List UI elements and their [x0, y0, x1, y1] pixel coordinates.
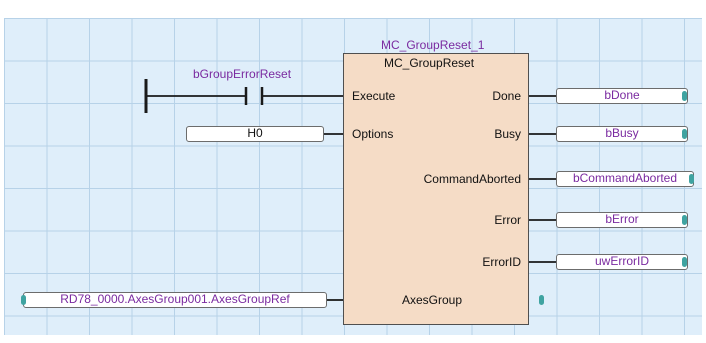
pin-label-command-aborted: CommandAborted — [423, 172, 521, 186]
pin-error-connector[interactable] — [682, 215, 687, 225]
pin-label-error: Error — [494, 213, 521, 227]
pin-error-id-connector[interactable] — [682, 257, 687, 267]
pin-axesgroup-inout-connector[interactable] — [539, 295, 544, 305]
pin-label-options: Options — [352, 127, 394, 141]
fb-instance-name: MC_GroupReset_1 — [381, 38, 485, 52]
pin-label-execute: Execute — [352, 89, 396, 103]
function-block[interactable] — [343, 53, 529, 325]
pin-busy-connector[interactable] — [682, 129, 687, 139]
pin-label-busy: Busy — [494, 127, 521, 141]
contact-variable-label: bGroupErrorReset — [193, 67, 292, 81]
pin-label-axesgroup: AxesGroup — [402, 293, 463, 307]
contact-hitbox[interactable] — [240, 84, 268, 108]
options-value-box[interactable]: H0 — [186, 126, 324, 142]
pin-label-error-id: ErrorID — [482, 255, 521, 269]
done-variable-box[interactable]: bDone — [556, 88, 688, 104]
axesgroup-ref-box[interactable]: RD78_0000.AxesGroup001.AxesGroupRef — [23, 292, 327, 308]
pin-done-connector[interactable] — [682, 91, 687, 101]
error-variable-box[interactable]: bError — [556, 212, 688, 228]
busy-variable-box[interactable]: bBusy — [556, 126, 688, 142]
fb-type-name: MC_GroupReset — [384, 56, 475, 70]
pin-command-aborted-connector[interactable] — [689, 174, 694, 184]
pin-label-done: Done — [492, 89, 521, 103]
error-id-variable-box[interactable]: uwErrorID — [556, 254, 688, 270]
command-aborted-variable-box[interactable]: bCommandAborted — [556, 171, 694, 187]
pin-axesgroup-left-connector[interactable] — [21, 295, 26, 305]
